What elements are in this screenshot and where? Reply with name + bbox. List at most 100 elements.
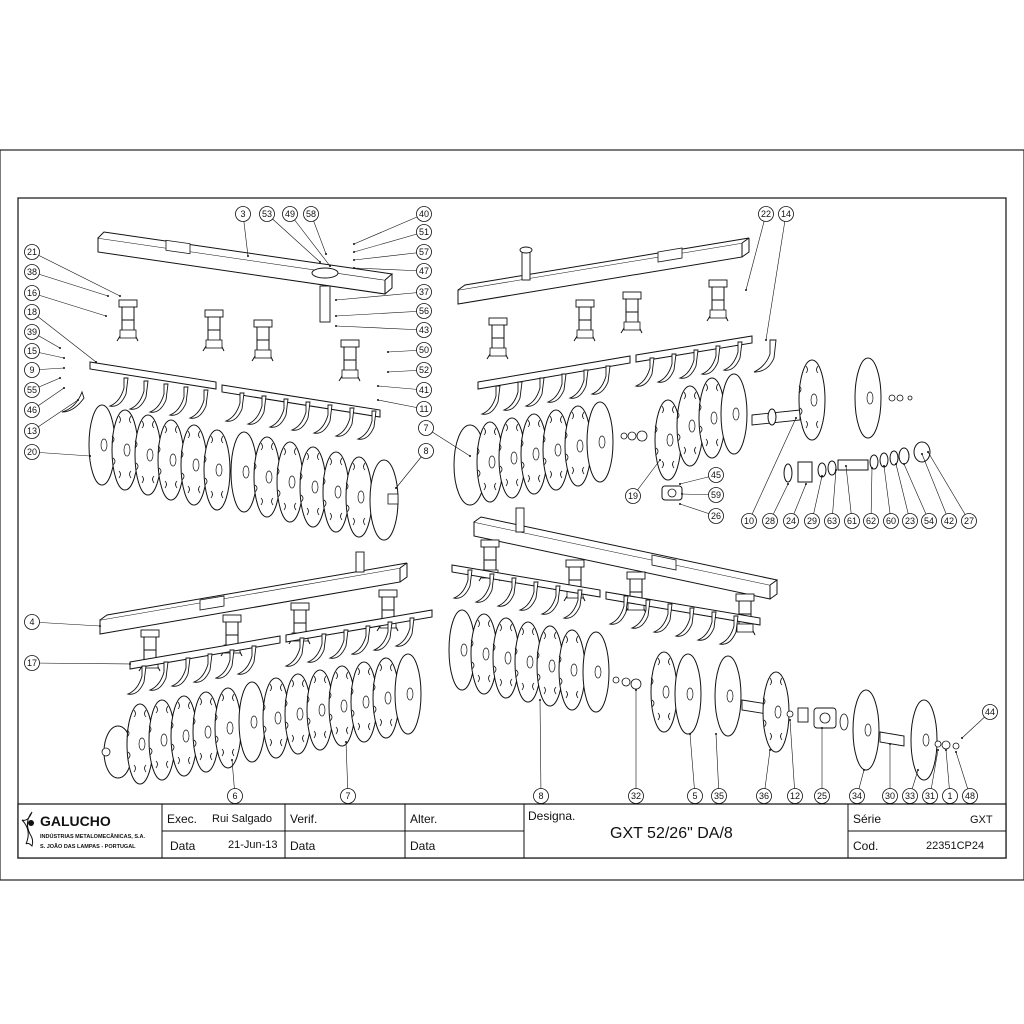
- callout-number: 16: [27, 288, 37, 298]
- callout-leader-end: [659, 459, 661, 461]
- exec-label: Exec.: [167, 812, 197, 826]
- callout-leader-end: [395, 487, 397, 489]
- callout-leader: [31, 621, 101, 627]
- callout-balloon: [24, 382, 40, 398]
- callout-leader: [289, 213, 331, 267]
- callout-balloon: [883, 513, 899, 529]
- callout-balloon: [902, 513, 918, 529]
- callout-balloon: [416, 382, 432, 398]
- callout-number: 14: [781, 209, 791, 219]
- callout-leader: [845, 465, 853, 522]
- title-block: GALUCHO INDÚSTRIAS METALOMECÂNICAS, S.A.…: [17, 803, 1007, 859]
- callout-balloon: [259, 206, 275, 222]
- callout-leader-end: [961, 737, 963, 739]
- callout-leader: [425, 427, 471, 457]
- callout-leader-end: [63, 387, 65, 389]
- callout-number: 34: [852, 791, 862, 801]
- data-label-verif: Data: [290, 839, 316, 853]
- callout-balloon: [416, 401, 432, 417]
- callout-number: 7: [423, 423, 428, 433]
- callout-leader: [748, 417, 797, 522]
- callout-leader-end: [99, 625, 101, 627]
- callout-number: 49: [285, 209, 295, 219]
- callout-number: 19: [628, 491, 638, 501]
- callout-leader-end: [319, 261, 321, 263]
- callout-leader-end: [231, 759, 233, 761]
- callout-leader-end: [77, 399, 79, 401]
- callout-leader: [927, 451, 970, 522]
- callout-leader-end: [765, 339, 767, 341]
- callout-leader-end: [821, 727, 823, 729]
- callout-balloon: [741, 513, 757, 529]
- callout-leader-end: [955, 751, 957, 753]
- callout-balloon: [24, 343, 40, 359]
- callout-balloon: [416, 362, 432, 378]
- callout-leader: [31, 251, 121, 297]
- callout-balloon: [24, 655, 40, 671]
- callout-balloon: [24, 264, 40, 280]
- callout-leader: [353, 213, 425, 245]
- callout-leader: [335, 310, 425, 317]
- callout-leader: [266, 213, 321, 263]
- callout-balloon: [762, 513, 778, 529]
- exploded-bearing-bottom: [612, 651, 960, 781]
- callout-leader: [870, 467, 873, 522]
- callout-leader-end: [387, 371, 389, 373]
- callout-leader: [31, 292, 107, 317]
- callout-leader-end: [927, 451, 929, 453]
- callout-leader-end: [335, 315, 337, 317]
- callout-balloon: [416, 244, 432, 260]
- callout-leader: [31, 311, 97, 363]
- callout-leader: [31, 451, 91, 457]
- callout-leader-end: [119, 295, 121, 297]
- callout-number: 15: [27, 346, 37, 356]
- gang-top-left: [61, 231, 399, 541]
- callout-leader: [31, 271, 109, 297]
- callout-number: 4: [29, 617, 34, 627]
- callout-leader: [335, 325, 425, 331]
- callout-balloon: [416, 263, 432, 279]
- callout-leader-end: [805, 483, 807, 485]
- callout-leader-end: [95, 361, 97, 363]
- callout-leader-end: [883, 465, 885, 467]
- callout-balloon: [416, 303, 432, 319]
- callout-leader-end: [539, 699, 541, 701]
- callout-balloon: [416, 284, 432, 300]
- callout-number: 7: [345, 791, 350, 801]
- callout-number: 44: [985, 707, 995, 717]
- sheet-outer-frame: [0, 149, 1024, 881]
- company-name: GALUCHO: [40, 813, 111, 829]
- callout-balloon: [24, 614, 40, 630]
- callout-number: 57: [419, 247, 429, 257]
- callout-leader-end: [681, 493, 683, 495]
- callout-balloon: [235, 206, 251, 222]
- callout-number: 23: [905, 516, 915, 526]
- callout-number: 43: [419, 325, 429, 335]
- exploded-bearing-top: [620, 357, 913, 481]
- callout-balloon: [804, 513, 820, 529]
- callout-balloon: [282, 206, 298, 222]
- callout-leader-end: [353, 243, 355, 245]
- callout-leader-end: [917, 769, 919, 771]
- gang-top-right: [453, 237, 931, 506]
- callout-balloon: [982, 704, 998, 720]
- callout-number: 39: [27, 327, 37, 337]
- callout-leader: [789, 719, 796, 797]
- callout-leader: [353, 267, 425, 272]
- callout-leader-end: [679, 503, 681, 505]
- callout-leader-end: [845, 465, 847, 467]
- data-label-alter: Data: [410, 839, 436, 853]
- callout-balloon: [961, 513, 977, 529]
- callout-leader: [715, 733, 720, 797]
- callout-leader-end: [635, 689, 637, 691]
- callout-leader-end: [863, 769, 865, 771]
- callout-number: 31: [925, 791, 935, 801]
- callout-number: 56: [419, 306, 429, 316]
- callout-leader: [921, 453, 950, 522]
- callout-leader-end: [325, 253, 327, 255]
- gang-bottom-left: [99, 551, 433, 785]
- callout-leader-end: [59, 347, 61, 349]
- callout-number: 13: [27, 426, 37, 436]
- callout-balloon: [416, 224, 432, 240]
